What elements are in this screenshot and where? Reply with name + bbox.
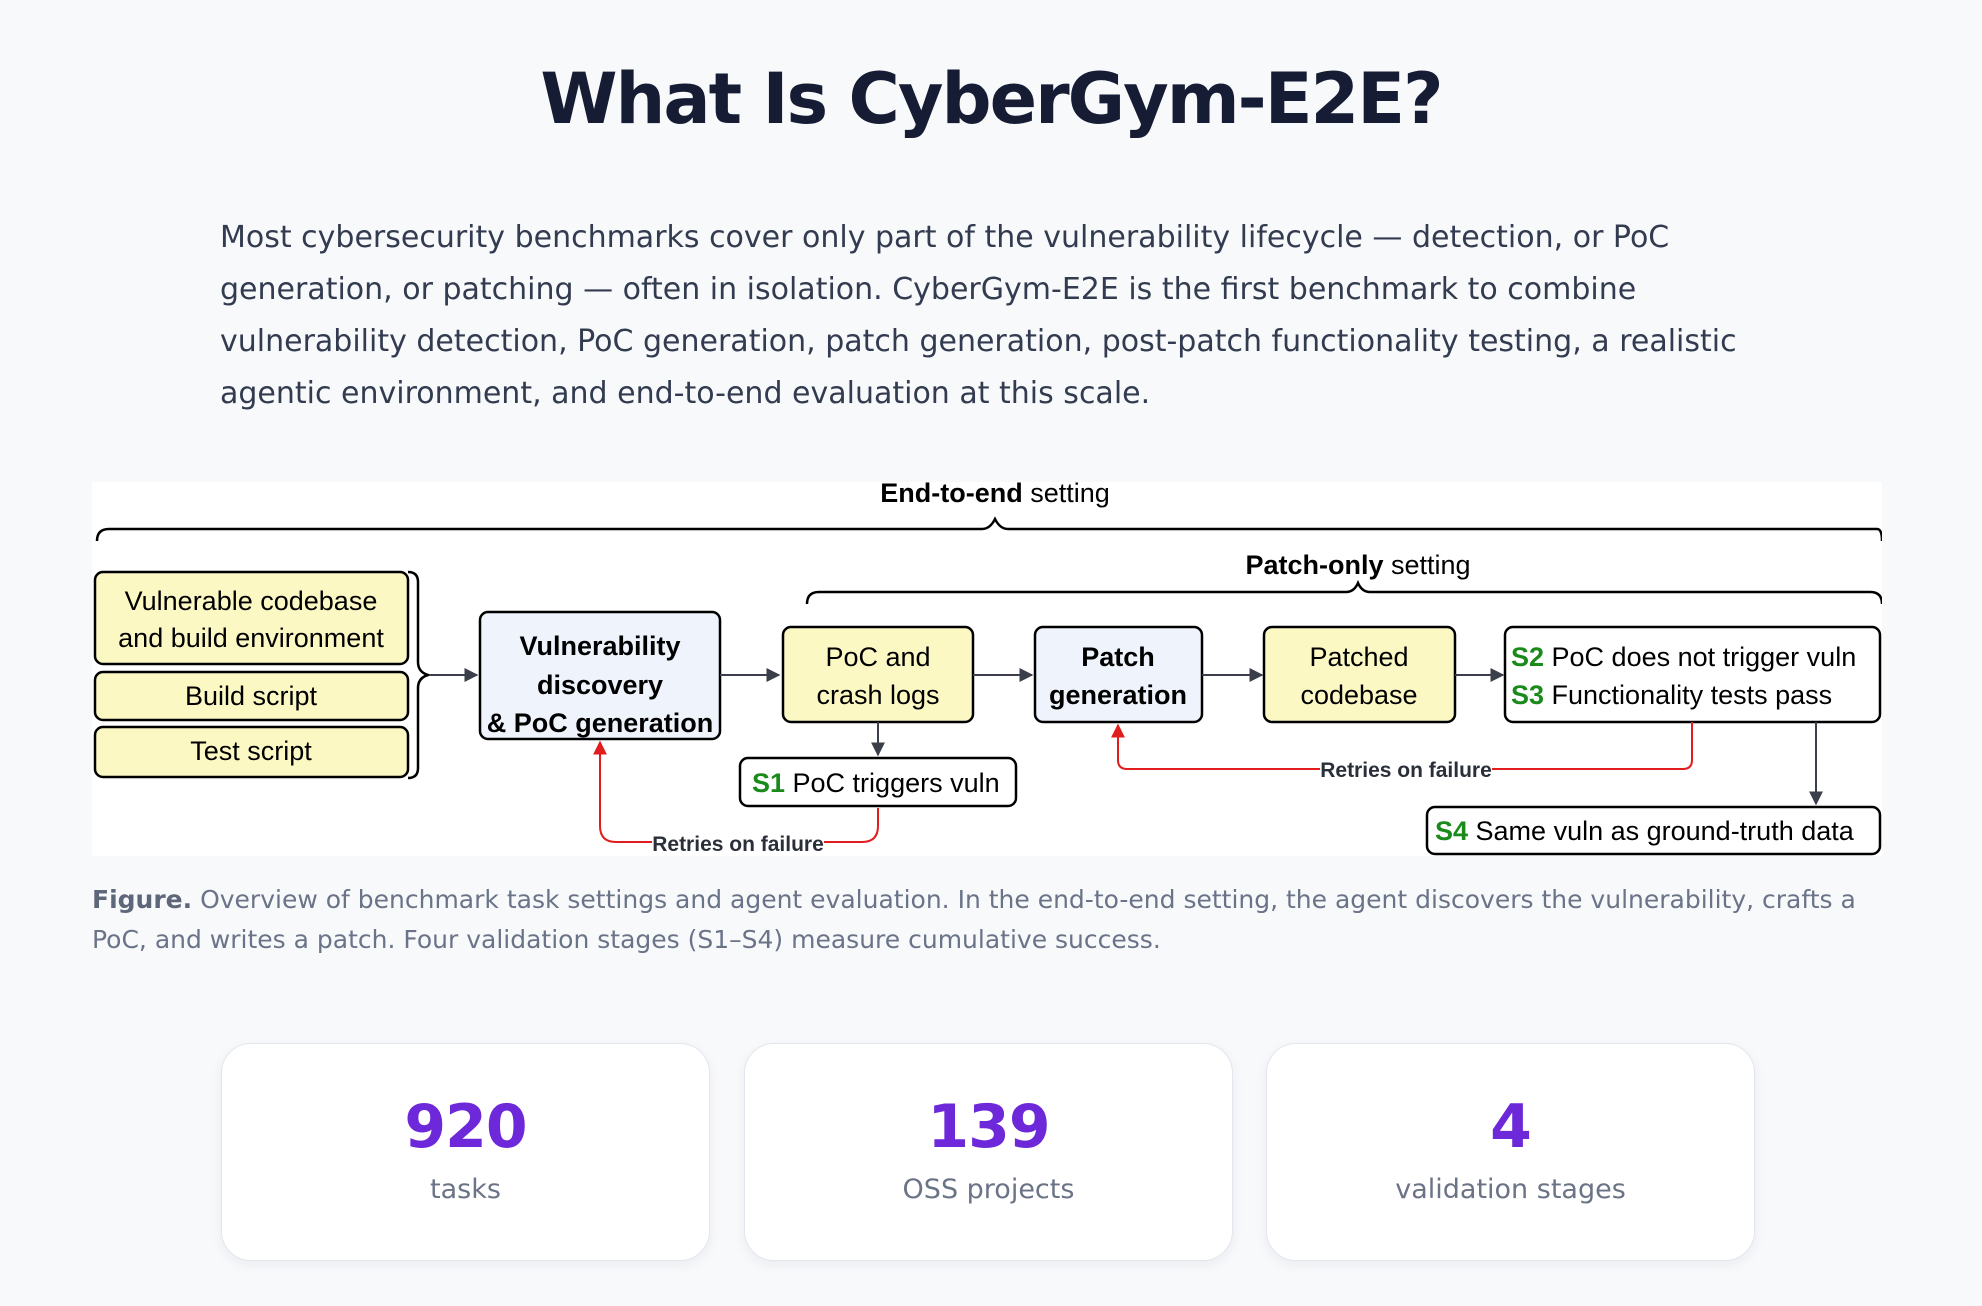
svg-text:Patched: Patched	[1309, 642, 1408, 672]
stat-card-tasks: 920 tasks	[221, 1043, 710, 1261]
build-script-box: Build script	[93, 670, 410, 722]
stat-card-stages: 4 validation stages	[1266, 1043, 1755, 1261]
stat-label: tasks	[430, 1174, 501, 1205]
stat-value: 139	[927, 1092, 1050, 1162]
svg-text:discovery: discovery	[537, 670, 663, 700]
svg-text:S4 Same vuln as ground-truth d: S4 Same vuln as ground-truth data	[1435, 816, 1855, 846]
svg-text:crash logs: crash logs	[816, 680, 939, 710]
svg-text:PoC and: PoC and	[825, 642, 930, 672]
benchmark-diagram: End-to-end setting Patch-only setting Vu…	[92, 482, 1882, 856]
patched-codebase-box: Patched codebase	[1262, 625, 1457, 724]
poc-logs-box: PoC and crash logs	[781, 625, 975, 724]
retry-label-left: Retries on failure	[652, 833, 824, 856]
page-title: What Is CyberGym-E2E?	[540, 58, 1443, 140]
stat-value: 920	[404, 1092, 527, 1162]
stat-label: validation stages	[1395, 1174, 1626, 1205]
intro-paragraph: Most cybersecurity benchmarks cover only…	[220, 220, 1737, 411]
figure-caption: Figure. Overview of benchmark task setti…	[92, 880, 1882, 960]
e2e-brace	[95, 516, 1882, 542]
svg-text:Vulnerability: Vulnerability	[519, 631, 680, 661]
caption-label: Figure.	[92, 885, 193, 914]
svg-text:S2 PoC does not trigger vuln: S2 PoC does not trigger vuln	[1511, 642, 1856, 672]
patch-generation-box: Patch generation	[1033, 625, 1204, 724]
svg-text:codebase: codebase	[1300, 680, 1417, 710]
stat-value: 4	[1490, 1092, 1532, 1162]
stat-label: OSS projects	[902, 1174, 1075, 1205]
s2-s3-box: S2 PoC does not trigger vuln S3 Function…	[1503, 625, 1882, 724]
retry-label-right: Retries on failure	[1320, 759, 1492, 782]
stat-card-projects: 139 OSS projects	[744, 1043, 1233, 1261]
svg-text:Test script: Test script	[190, 736, 312, 766]
svg-text:Vulnerable codebase: Vulnerable codebase	[125, 586, 378, 616]
svg-text:Patch: Patch	[1081, 642, 1155, 672]
e2e-setting-label: End-to-end setting	[880, 482, 1110, 508]
discovery-box: Vulnerability discovery & PoC generation	[478, 610, 722, 741]
svg-text:generation: generation	[1049, 680, 1187, 710]
s1-box: S1 PoC triggers vuln	[738, 756, 1018, 808]
s4-box: S4 Same vuln as ground-truth data	[1425, 805, 1882, 856]
test-script-box: Test script	[93, 725, 410, 779]
patch-brace	[805, 579, 1882, 605]
caption-text: Overview of benchmark task settings and …	[92, 885, 1856, 954]
svg-text:& PoC generation: & PoC generation	[487, 708, 714, 738]
svg-text:Build script: Build script	[185, 681, 318, 711]
codebase-box: Vulnerable codebase and build environmen…	[93, 570, 410, 666]
svg-text:S1 PoC triggers vuln: S1 PoC triggers vuln	[752, 768, 1000, 798]
patch-setting-label: Patch-only setting	[1245, 550, 1470, 580]
svg-text:S3 Functionality tests pass: S3 Functionality tests pass	[1511, 680, 1832, 710]
svg-text:and build environment: and build environment	[118, 623, 384, 653]
inputs-brace	[407, 570, 433, 780]
